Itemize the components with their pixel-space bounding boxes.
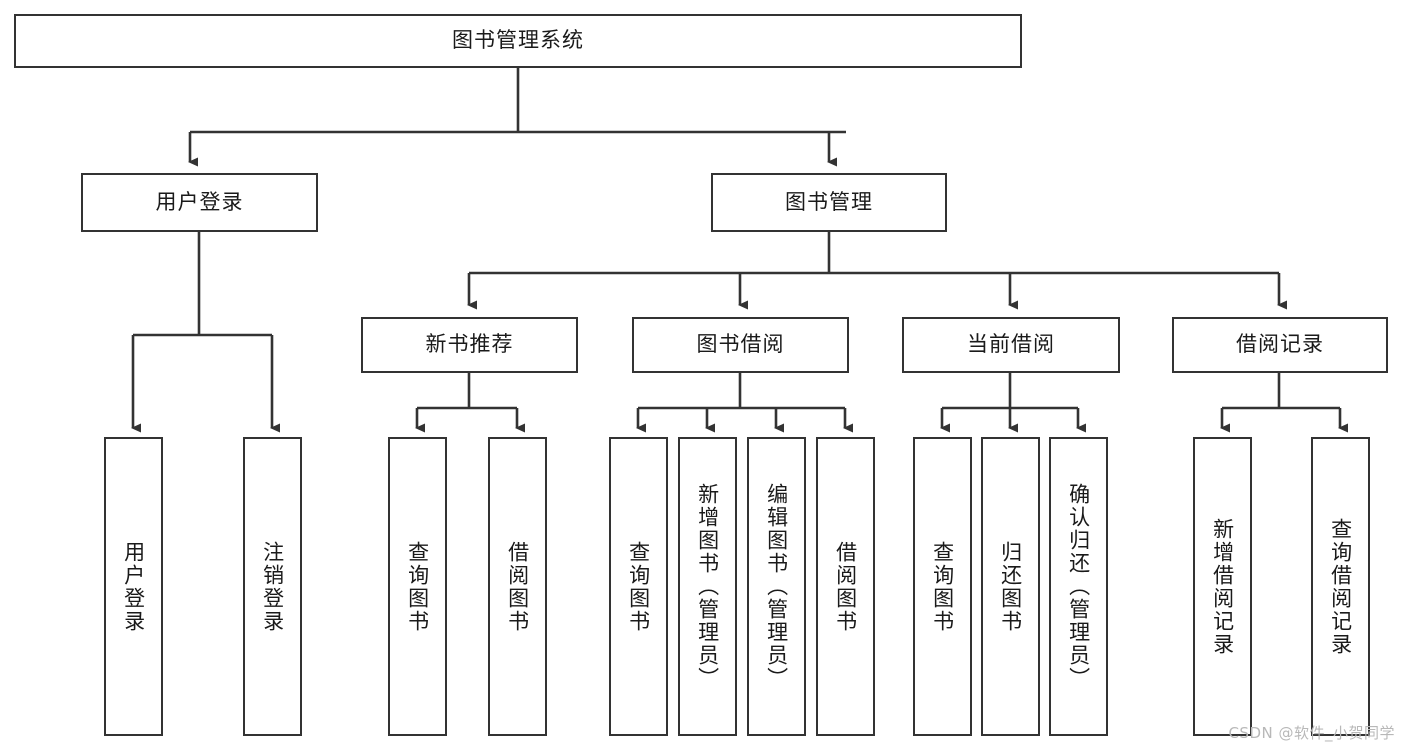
node-new-book-recommend[interactable]: 新书推荐	[361, 317, 578, 373]
node-current-borrow[interactable]: 当前借阅	[902, 317, 1120, 373]
leaf-current-query-book[interactable]: 查询图书	[913, 437, 972, 736]
node-book-borrow[interactable]: 图书借阅	[632, 317, 849, 373]
leaf-borrow-query-book[interactable]: 查询图书	[609, 437, 668, 736]
leaf-user-logout[interactable]: 注销登录	[243, 437, 302, 736]
node-label: 注销登录	[260, 540, 285, 633]
node-label: 借阅记录	[1236, 332, 1324, 357]
leaf-borrow-borrow-book[interactable]: 借阅图书	[816, 437, 875, 736]
leaf-record-add-record[interactable]: 新增借阅记录	[1193, 437, 1252, 736]
node-label: 新增图书（管理员）	[695, 483, 720, 690]
leaf-borrow-edit-book-admin[interactable]: 编辑图书（管理员）	[747, 437, 806, 736]
leaf-borrow-add-book-admin[interactable]: 新增图书（管理员）	[678, 437, 737, 736]
watermark-text: CSDN @软件_小贺同学	[1228, 724, 1395, 742]
node-label: 新书推荐	[425, 332, 514, 357]
node-root-system[interactable]: 图书管理系统	[14, 14, 1022, 68]
node-label: 查询图书	[626, 540, 651, 633]
leaf-record-query-record[interactable]: 查询借阅记录	[1311, 437, 1370, 736]
node-label: 查询图书	[405, 540, 430, 633]
node-label: 用户登录	[155, 189, 244, 214]
node-book-management[interactable]: 图书管理	[711, 173, 947, 232]
leaf-current-confirm-return-admin[interactable]: 确认归还（管理员）	[1049, 437, 1108, 736]
node-label: 编辑图书（管理员）	[764, 483, 789, 690]
leaf-newbook-query-book[interactable]: 查询图书	[388, 437, 447, 736]
node-label: 图书管理	[785, 189, 873, 214]
leaf-user-login[interactable]: 用户登录	[104, 437, 163, 736]
leaf-newbook-borrow-book[interactable]: 借阅图书	[488, 437, 547, 736]
node-label: 查询借阅记录	[1328, 517, 1353, 656]
node-label: 查询图书	[930, 540, 955, 633]
node-label: 用户登录	[121, 540, 146, 633]
node-label: 图书管理系统	[452, 28, 584, 53]
node-borrow-record[interactable]: 借阅记录	[1172, 317, 1388, 373]
node-user-login[interactable]: 用户登录	[81, 173, 318, 232]
node-label: 新增借阅记录	[1210, 517, 1235, 656]
node-label: 借阅图书	[505, 540, 530, 633]
node-label: 确认归还（管理员）	[1066, 483, 1091, 690]
node-label: 借阅图书	[833, 540, 858, 633]
leaf-current-return-book[interactable]: 归还图书	[981, 437, 1040, 736]
node-label: 图书借阅	[696, 332, 785, 357]
node-label: 当前借阅	[967, 332, 1055, 357]
node-label: 归还图书	[998, 540, 1023, 633]
